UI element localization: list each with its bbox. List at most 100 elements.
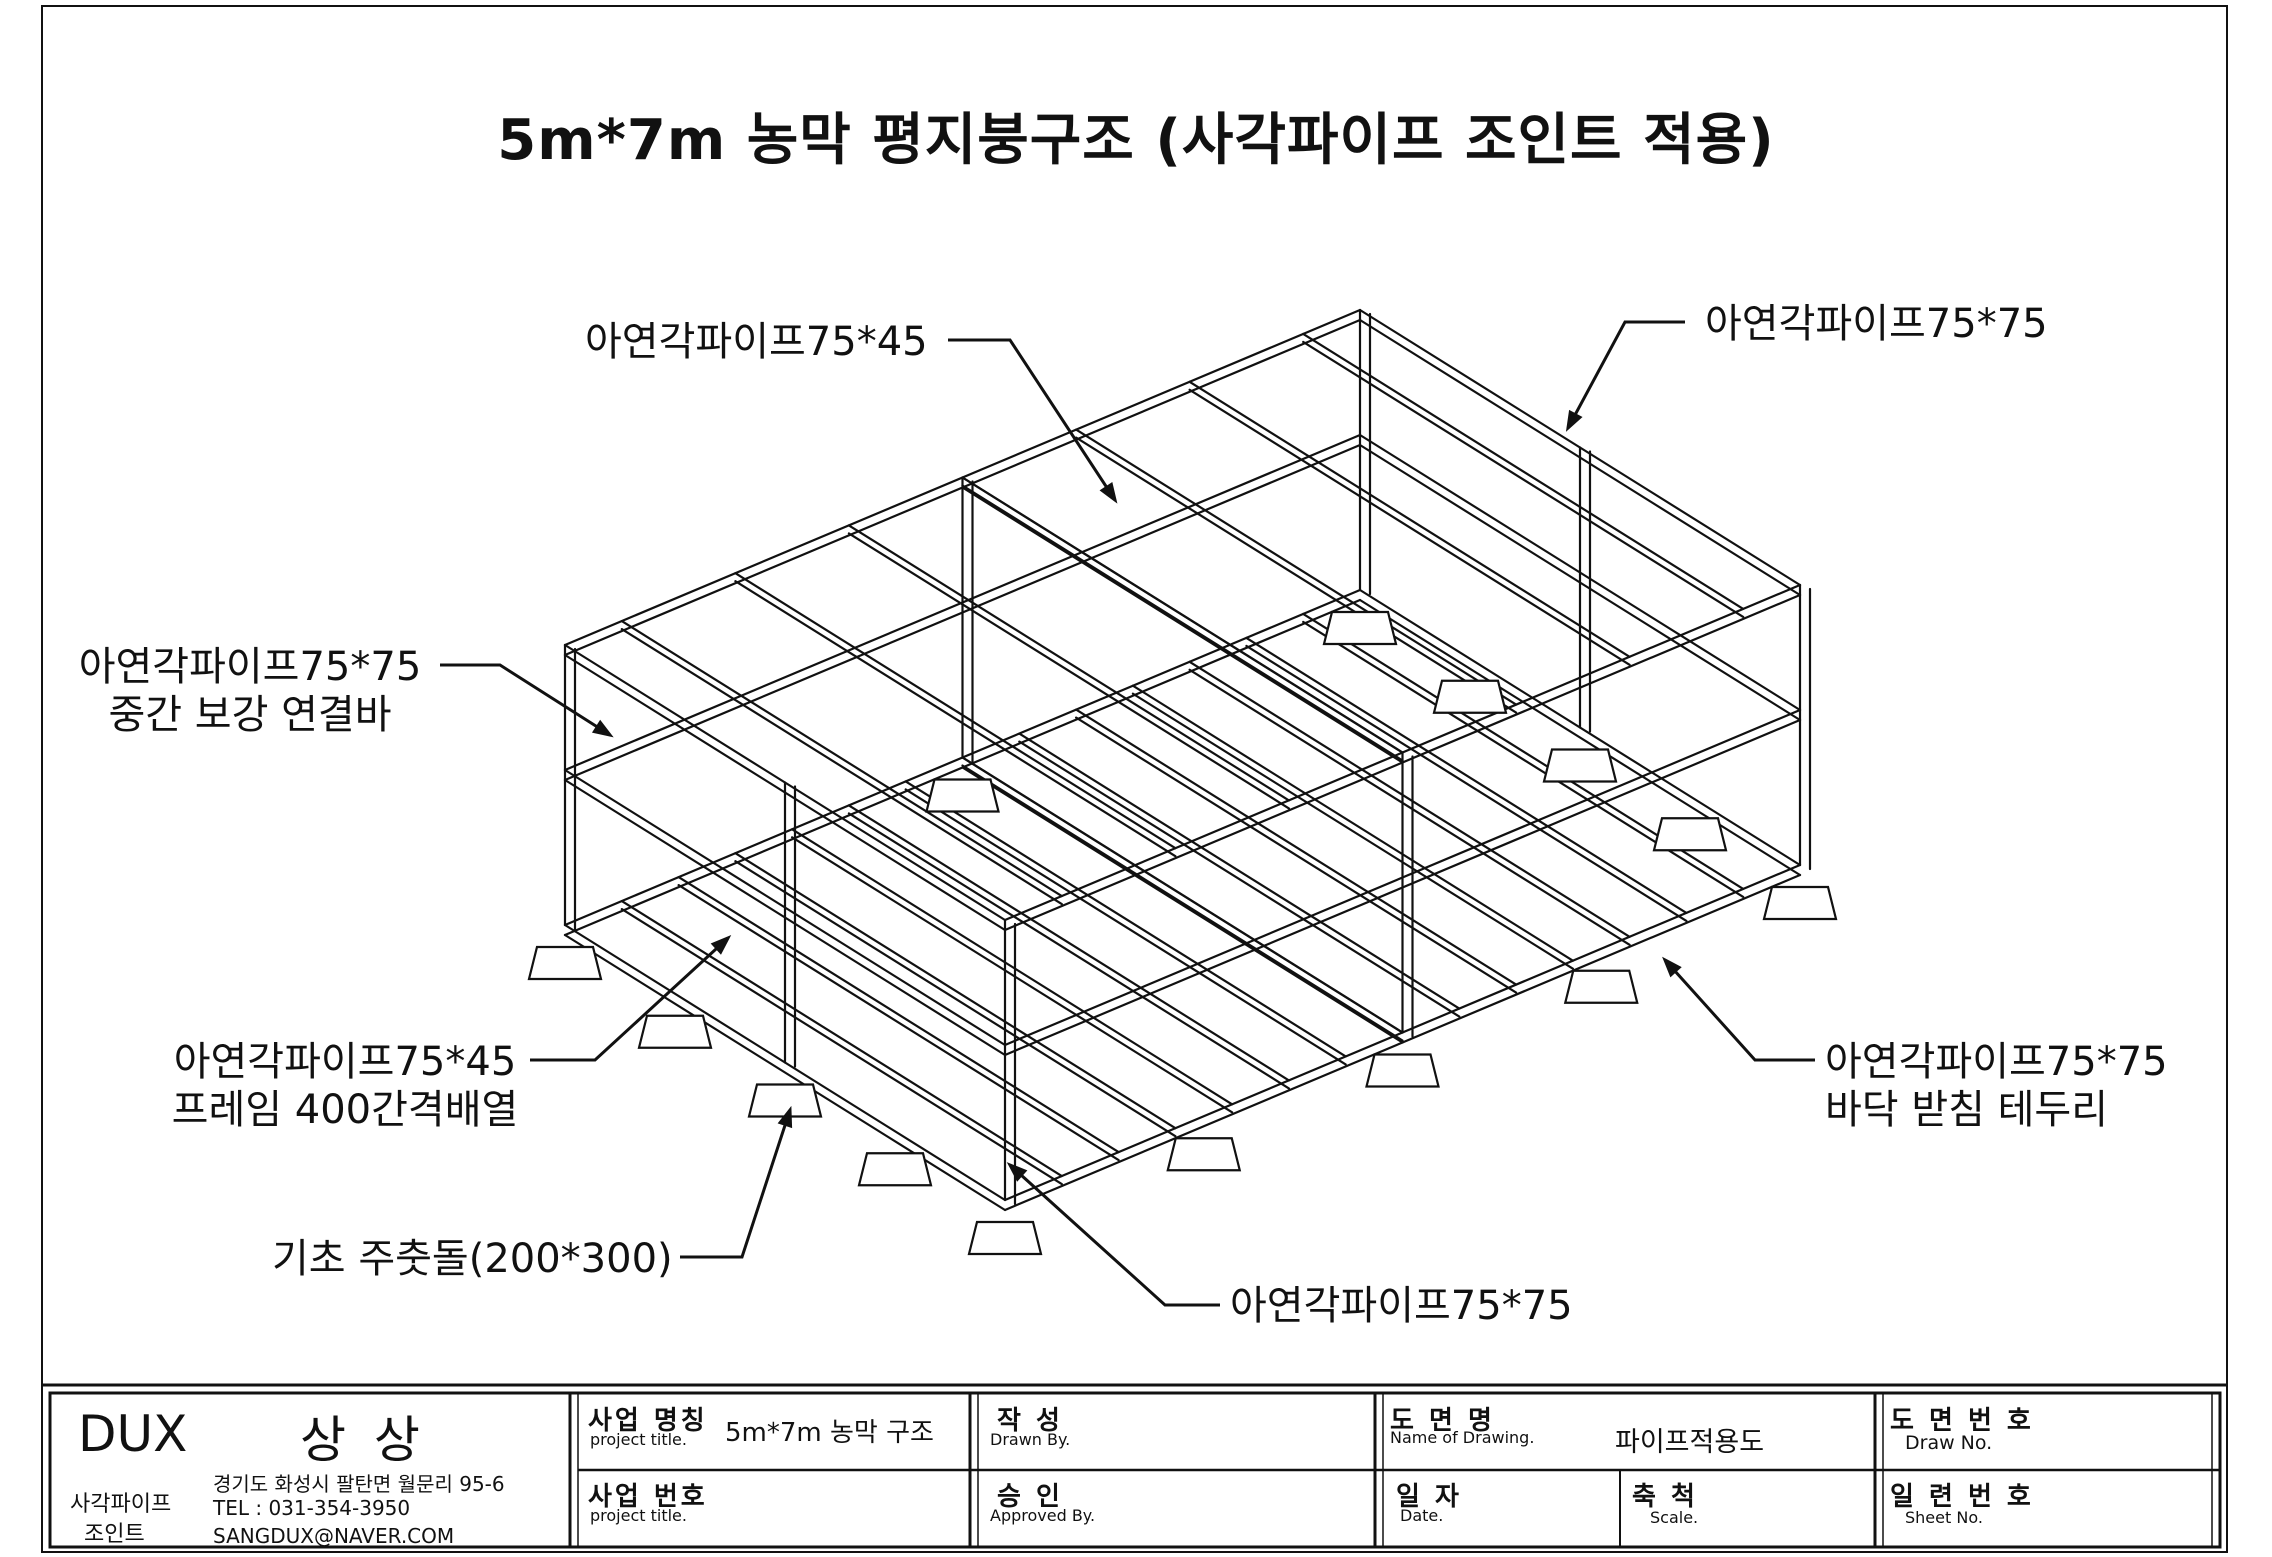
approved-by-label: 승 인 <box>997 1482 1063 1512</box>
floor-joist-63 <box>1188 668 1631 946</box>
drawing-name-value: 파이프적용도 <box>1615 1427 1765 1458</box>
drawing-name-label-en: Name of Drawing. <box>1390 1428 1535 1447</box>
floor-joist-54 <box>961 756 1404 1034</box>
label-foundation-text: 기초 주춧돌(200*300) <box>272 1236 673 1282</box>
floor-joist-59 <box>1074 716 1518 994</box>
company-email: SANGDUX@NAVER.COM <box>213 1524 455 1548</box>
project-name-label-en: project title. <box>590 1430 687 1449</box>
foundation-stone-93 <box>1563 969 1639 1004</box>
foundation-stone-90 <box>1365 1053 1440 1088</box>
floor-joist-45 <box>677 883 1120 1162</box>
roof-rafter-13 <box>734 580 1177 858</box>
floor-joist-53 <box>904 788 1347 1066</box>
floor-joist-61 <box>1131 692 1575 970</box>
leader-arrowhead-107 <box>777 1105 793 1129</box>
label-floor-edge-line2: 바닥 받침 테두리 <box>1825 1087 2109 1133</box>
foundation-stone-91 <box>1762 885 1838 921</box>
foundation-stone-87 <box>747 1083 823 1118</box>
draw-no-label: 도 면 번 호 <box>1890 1406 2034 1436</box>
foundation-stone-86 <box>1322 610 1398 646</box>
project-no-label: 사업 번호 <box>588 1482 708 1512</box>
scale-label-en: Scale. <box>1650 1508 1699 1527</box>
floor-joist-64 <box>1245 636 1688 915</box>
foundation-stones <box>527 610 1838 1256</box>
foundation-stone-96 <box>857 1152 933 1187</box>
roof-rafter-20 <box>1188 380 1631 658</box>
label-roof-edge: 아연각파이프75*75 <box>1705 300 2048 348</box>
label-roof-rafter: 아연각파이프75*45 <box>585 318 928 366</box>
label-floor-frame-line1: 아연각파이프75*45 <box>173 1039 517 1085</box>
leader-line-100 <box>1566 320 1685 429</box>
roof-rafter-17 <box>961 484 1404 762</box>
label-column-text: 아연각파이프75*75 <box>1230 1283 1573 1329</box>
draw-no-label-en: Draw No. <box>1905 1432 1993 1454</box>
roof-rafter-11 <box>620 627 1063 906</box>
date-label: 일 자 <box>1396 1482 1462 1512</box>
drawing-name-label: 도 면 명 <box>1390 1406 1495 1436</box>
roof-rafter-22 <box>1302 332 1745 611</box>
floor-edge-beam-37 <box>1358 598 1802 877</box>
foundation-stone-84 <box>527 945 603 981</box>
floor-joist-67 <box>1302 620 1745 899</box>
floor-joist-62 <box>1188 660 1631 938</box>
roof-center-beam-9 <box>961 486 1404 764</box>
label-mid-brace: 아연각파이프75*75 중간 보강 연결바 <box>70 643 430 739</box>
roof-rafter-16 <box>961 476 1404 754</box>
leader-arrowhead-111 <box>1006 1162 1028 1182</box>
floor-joist-44 <box>677 875 1120 1154</box>
floor-joist-51 <box>847 812 1291 1090</box>
isometric-steel-frame <box>563 308 1812 1212</box>
leader-arrowhead-101 <box>1565 409 1583 432</box>
company-product-line1: 사각파이프 <box>70 1492 172 1517</box>
label-floor-frame: 아연각파이프75*45 프레임 400간격배열 <box>160 1038 530 1134</box>
foundation-stone-95 <box>1432 679 1508 714</box>
floor-center-beam-41 <box>961 766 1404 1044</box>
floor-joist-50 <box>847 804 1291 1082</box>
label-floor-edge: 아연각파이프75*75 바닥 받침 테두리 <box>1825 1038 2168 1134</box>
drawn-by-label: 작 성 <box>997 1406 1063 1436</box>
drawing-title: 5m*7m 농막 평지붕구조 (사각파이프 조인트 적용) <box>497 108 1775 173</box>
foundation-stone-85 <box>925 778 1000 813</box>
company-brand: DUX <box>78 1405 188 1463</box>
roof-rafter-10 <box>620 619 1063 898</box>
title-block-grid <box>42 1383 2227 1549</box>
company-tel: TEL : 031-354-3950 <box>213 1496 411 1520</box>
leader-arrowhead-109 <box>1662 956 1682 978</box>
roof-rafter-19 <box>1074 436 1518 714</box>
floor-joist-49 <box>790 836 1234 1114</box>
project-name-label: 사업 명칭 <box>588 1406 708 1436</box>
label-roof-edge-text: 아연각파이프75*75 <box>1705 301 2048 347</box>
company-name: 상 상 <box>300 1411 426 1469</box>
floor-joist-46 <box>734 852 1177 1130</box>
leader-lines <box>440 320 1815 1307</box>
floor-joist-43 <box>620 907 1063 1186</box>
foundation-stone-97 <box>1652 817 1728 852</box>
leader-arrowhead-103 <box>591 719 614 738</box>
floor-joist-56 <box>1018 732 1461 1010</box>
floor-joist-58 <box>1074 708 1518 986</box>
label-floor-edge-line1: 아연각파이프75*75 <box>1825 1039 2168 1085</box>
floor-joist-57 <box>1018 740 1461 1018</box>
leader-line-102 <box>440 663 611 737</box>
date-label-en: Date. <box>1400 1506 1444 1525</box>
label-column: 아연각파이프75*75 <box>1230 1282 1573 1330</box>
leader-line-110 <box>1008 1163 1220 1307</box>
floor-joist-47 <box>734 860 1177 1138</box>
label-mid-brace-line2: 중간 보강 연결바 <box>108 692 392 738</box>
company-address: 경기도 화성시 팔탄면 월문리 95-6 <box>213 1472 505 1496</box>
foundation-stone-89 <box>967 1220 1043 1256</box>
project-no-label-en: project title. <box>590 1506 687 1525</box>
drawn-by-label-en: Drawn By. <box>990 1430 1071 1449</box>
label-floor-frame-line2: 프레임 400간격배열 <box>171 1087 519 1133</box>
floor-edge-beam-35 <box>563 933 1007 1212</box>
floor-joist-55 <box>961 764 1404 1042</box>
approved-by-label-en: Approved By. <box>990 1506 1096 1525</box>
roof-rafter-14 <box>847 524 1291 802</box>
foundation-stone-92 <box>1166 1137 1242 1172</box>
roof-rafter-15 <box>847 532 1291 810</box>
company-product-line2: 조인트 <box>84 1522 145 1547</box>
sheet-no-label-en: Sheet No. <box>1905 1508 1983 1527</box>
label-foundation: 기초 주춧돌(200*300) <box>272 1235 673 1283</box>
leader-line-98 <box>948 338 1117 501</box>
